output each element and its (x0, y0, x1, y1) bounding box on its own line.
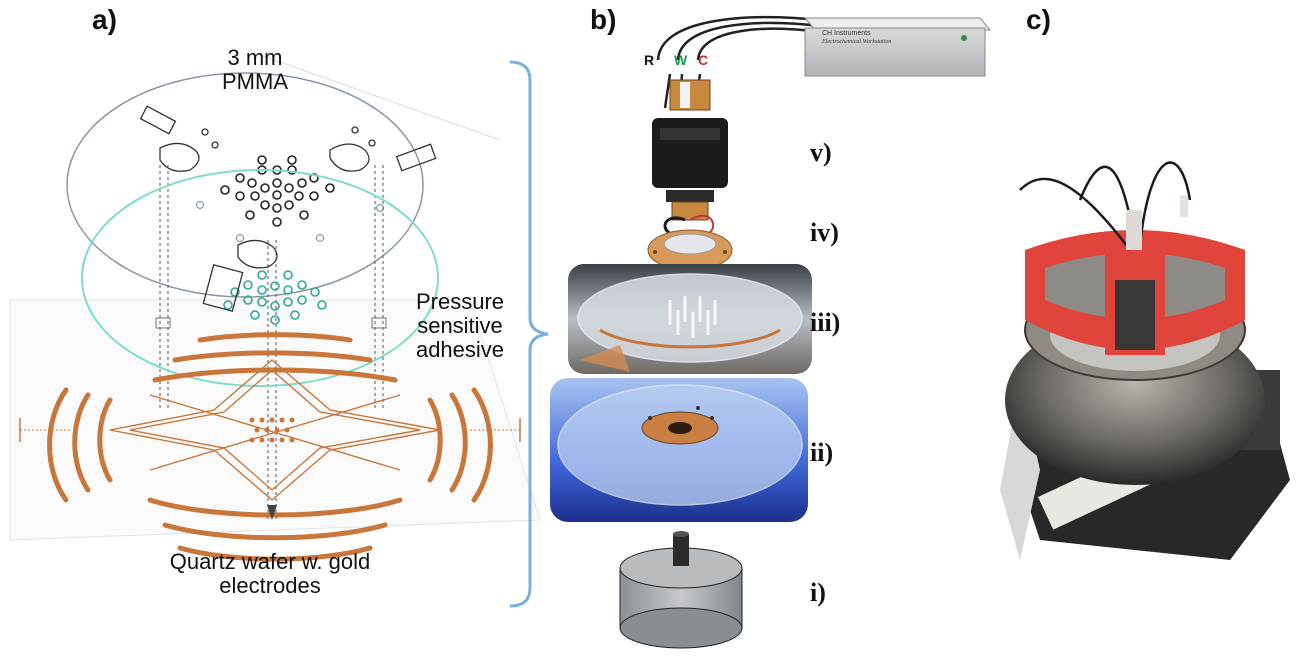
layer-label-ii: ii) (810, 438, 834, 467)
layer-label-v: v) (810, 138, 832, 167)
layer-label-i: i) (810, 578, 826, 607)
electrode-traces (109, 359, 441, 501)
instrument-top (803, 17, 992, 31)
panel-a: a) (0, 0, 560, 660)
pmma-thickness-label: 3 mm (227, 45, 283, 70)
layers-bracket (509, 60, 549, 608)
lead-c-label: C (698, 52, 709, 68)
electrode-cables (656, 15, 821, 109)
adhesive-label-line1: Pressure (415, 289, 505, 314)
assembled-device-photo (1000, 161, 1290, 560)
layer-label-iv: iv) (810, 218, 839, 247)
panel-a-letter: a) (92, 4, 117, 35)
wafer-label-line2: electrodes (219, 573, 321, 598)
panel-b: b) (540, 0, 1000, 660)
alignment-lines (159, 165, 384, 520)
pmma-hole-pattern (220, 155, 335, 227)
adhesive-hole-pattern (223, 270, 327, 325)
device-stack-illustration (550, 15, 992, 649)
panel-c-letter: c) (1026, 4, 1051, 35)
exploded-chip-diagram (9, 54, 549, 608)
adhesive-label-line2: sensitive (417, 313, 503, 338)
wafer-label-line1: Quartz wafer w. gold (169, 549, 371, 574)
electrode-dots (249, 417, 295, 443)
panel-c: c) (980, 0, 1299, 660)
adhesive-disc (81, 169, 439, 387)
instrument-model: Electrochemical Workstation (822, 39, 892, 45)
lead-r-label: R (644, 52, 655, 68)
instrument-brand: CH Instruments (822, 30, 871, 37)
layer-label-iii: iii) (810, 308, 841, 337)
rotor-shaft (673, 534, 689, 566)
instrument-box (804, 27, 986, 77)
panel-b-letter: b) (590, 4, 617, 35)
gold-electrode-arcs (47, 332, 493, 562)
adhesive-label-line3: adhesive (415, 337, 505, 362)
pmma-material-label: PMMA (222, 69, 288, 94)
lead-w-label: W (674, 52, 688, 68)
